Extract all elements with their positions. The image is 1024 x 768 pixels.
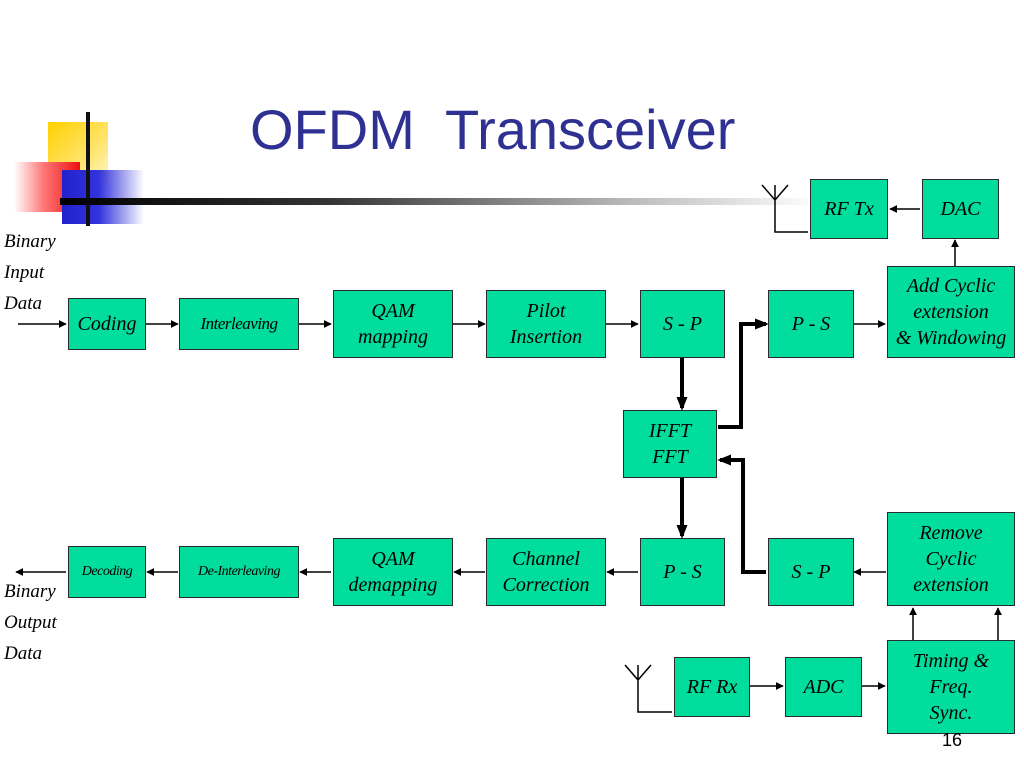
block-rf-tx: RF Tx — [810, 179, 888, 239]
block-dac: DAC — [922, 179, 999, 239]
block-channel-correction: Channel Correction — [486, 538, 606, 606]
page-number: 16 — [941, 730, 962, 750]
label-binary-output-data: Binary Output Data — [4, 581, 57, 664]
decor-vertical-line — [86, 112, 90, 226]
decor-blue-square — [62, 170, 144, 224]
block-qam-demapping: QAM demapping — [333, 538, 453, 606]
antenna-tx — [761, 184, 808, 233]
block-add-cyclic-extension: Add Cyclic extension & Windowing — [887, 266, 1015, 358]
block-rf-rx: RF Rx — [674, 657, 750, 717]
block-ps-rx: P - S — [640, 538, 725, 606]
block-decoding: Decoding — [68, 546, 146, 598]
arrow-sp-to-fft — [717, 454, 766, 574]
block-coding: Coding — [68, 298, 146, 350]
block-qam-mapping: QAM mapping — [333, 290, 453, 358]
block-de-interleaving: De-Interleaving — [179, 546, 299, 598]
block-ps-tx: P - S — [768, 290, 854, 358]
block-ifft-fft: IFFT FFT — [623, 410, 717, 478]
antenna-rx — [624, 664, 672, 713]
block-sp-rx: S - P — [768, 538, 854, 606]
block-sp-tx: S - P — [640, 290, 725, 358]
arrow-ifft-to-ps — [718, 318, 769, 429]
block-remove-cyclic-extension: Remove Cyclic extension — [887, 512, 1015, 606]
block-timing-freq-sync: Timing & Freq. Sync. — [887, 640, 1015, 734]
title-divider — [60, 198, 820, 205]
page-title: OFDM Transceiver — [250, 98, 736, 161]
block-adc: ADC — [785, 657, 862, 717]
label-binary-input-data: Binary Input Data — [4, 231, 56, 314]
block-interleaving: Interleaving — [179, 298, 299, 350]
block-pilot-insertion: Pilot Insertion — [486, 290, 606, 358]
